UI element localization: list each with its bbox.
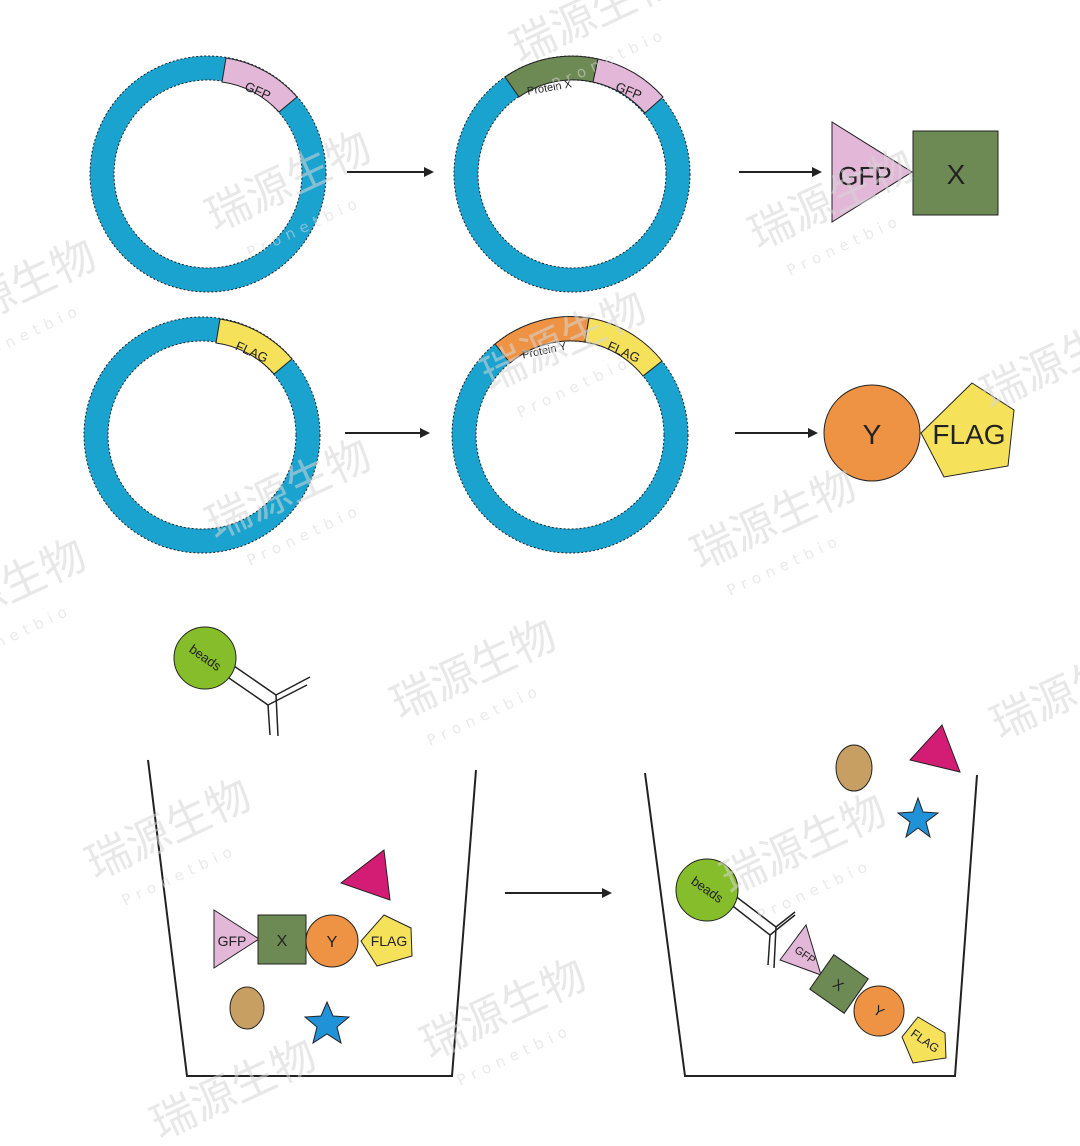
mix-fusion-complex: GFP X Y FLAG [213,909,413,969]
antibody-icon [267,684,308,706]
star-icon [896,796,940,839]
oval-icon [229,986,265,1030]
gfp-segment [592,58,664,114]
right-tube [644,772,978,1077]
mix-gfp-label: GFP [218,933,247,949]
bead-icon [173,626,237,690]
mix-x-label: X [277,933,288,950]
bead-antibody-free: beads [173,626,311,737]
triangle-icon [909,724,961,773]
x-label: X [947,159,966,190]
gfp-x-fusion-product: GFP X [831,121,999,223]
bound-complex: beads GFP X Y FLAG [675,858,947,1064]
plasmid-4: Protein Y FLAG [451,316,689,554]
triangle-icon [339,849,391,901]
mix-flag-label: FLAG [371,933,408,949]
flag-label: FLAG [932,419,1005,450]
watermark-cn: 瑞源生物 [143,1029,324,1141]
plasmid-3: FLAG [83,316,321,554]
oval-icon [835,744,873,792]
protein-x-square [912,130,999,216]
gfp-segment [221,57,298,113]
flag-segment [584,317,663,377]
left-tube [147,759,477,1077]
protein-y-circle [823,384,921,482]
watermark-cn: 瑞源生物 [983,629,1080,750]
y-flag-fusion-product: Y FLAG [823,382,1015,482]
y-label: Y [863,419,882,450]
gfp-label: GFP [838,161,891,191]
antibody-icon [767,934,771,966]
flag-segment [215,318,293,375]
plasmid-2: Protein X GFP [453,55,691,293]
flag-pentagon [920,382,1015,478]
mix-y-label: Y [327,934,338,951]
watermark-cn: 瑞源生物 [973,299,1080,420]
star-icon [303,1000,351,1045]
bead-icon [675,858,739,922]
gfp-triangle [831,121,913,223]
